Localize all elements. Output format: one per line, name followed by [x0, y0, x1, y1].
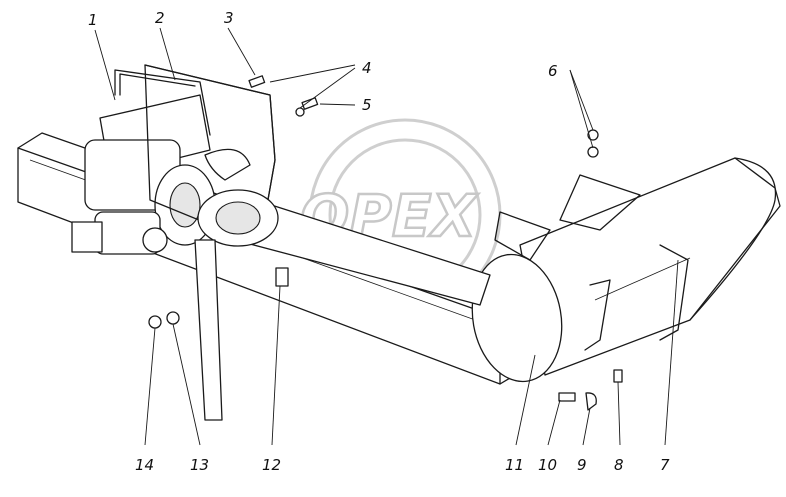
callout-6: 6 — [548, 62, 558, 80]
bolt-12 — [275, 267, 289, 287]
callout-2: 2 — [155, 9, 165, 27]
bolt-3 — [248, 75, 266, 88]
callout-7: 7 — [660, 456, 670, 474]
bolt-5 — [301, 97, 319, 110]
muffler-clamps — [494, 174, 689, 351]
callout-labels: 1 2 3 4 5 6 7 8 9 10 11 12 13 14 — [88, 9, 670, 474]
bolt-10 — [558, 392, 576, 402]
callout-14: 14 — [135, 456, 154, 474]
leader-lines — [94, 27, 679, 446]
fasteners — [148, 75, 623, 411]
callout-4: 4 — [362, 59, 372, 77]
pin-8 — [613, 369, 623, 383]
callout-8: 8 — [614, 456, 624, 474]
washer-4 — [295, 107, 305, 117]
callout-3: 3 — [224, 9, 234, 27]
nut-6b — [587, 146, 599, 158]
callout-12: 12 — [262, 456, 281, 474]
nut-14 — [148, 315, 162, 329]
fuel-pump — [71, 211, 168, 255]
callout-1: 1 — [88, 11, 98, 29]
washer-13 — [166, 311, 180, 325]
exhaust-pipe — [197, 189, 491, 306]
callout-11: 11 — [505, 456, 524, 474]
callout-9: 9 — [577, 456, 587, 474]
callout-13: 13 — [190, 456, 209, 474]
heater-unit — [84, 69, 216, 246]
clamp-9 — [585, 392, 597, 411]
elbow-pipe — [194, 148, 251, 421]
callout-5: 5 — [362, 96, 372, 114]
callout-10: 10 — [538, 456, 557, 474]
muffler — [471, 157, 781, 383]
